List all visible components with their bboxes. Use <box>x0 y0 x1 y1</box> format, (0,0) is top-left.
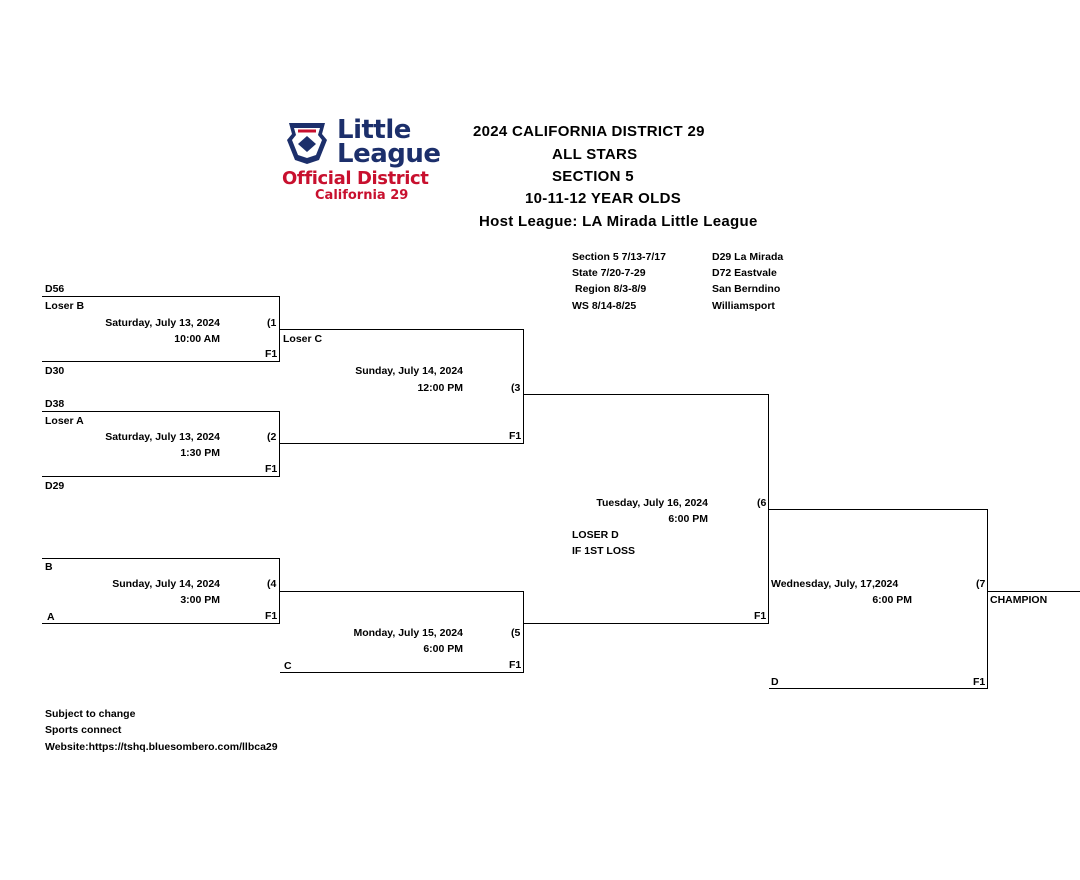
g3-top-team: Loser C <box>283 333 323 345</box>
schedule-right-2: D72 Eastvale <box>712 267 777 279</box>
g5-bottom-team: C <box>284 660 292 672</box>
g5-time: 6:00 PM <box>423 643 463 655</box>
g1-bottom-team: D30 <box>45 365 65 377</box>
logo-line-official-district: Official District <box>282 168 429 189</box>
schedule-right-1: D29 La Mirada <box>712 251 784 263</box>
header-line-4: 10-11-12 YEAR OLDS <box>525 190 682 207</box>
g6-num: (6 <box>757 497 767 509</box>
g6-time: 6:00 PM <box>668 513 708 525</box>
g3-time: 12:00 PM <box>417 382 463 394</box>
schedule-right-3: San Berndino <box>712 283 781 295</box>
g2-time: 1:30 PM <box>180 447 220 459</box>
g5-num: (5 <box>511 627 521 639</box>
g2-num: (2 <box>267 431 277 443</box>
footer-line-1: Subject to change <box>45 708 136 720</box>
g5-field: F1 <box>509 659 522 671</box>
g6-note-2: IF 1ST LOSS <box>572 545 636 557</box>
g1-top-team: D56 <box>45 283 65 295</box>
g2-top-team: D38 <box>45 398 65 410</box>
schedule-left-4: WS 8/14-8/25 <box>572 300 637 312</box>
g4-date: Sunday, July 14, 2024 <box>112 578 220 590</box>
g1-time: 10:00 AM <box>174 333 220 345</box>
header-line-1: 2024 CALIFORNIA DISTRICT 29 <box>473 123 705 140</box>
schedule-left-2: State 7/20-7-29 <box>572 267 646 279</box>
schedule-left-1: Section 5 7/13-7/17 <box>572 251 666 263</box>
header-line-5: Host League: LA Mirada Little League <box>479 213 758 230</box>
g2-date: Saturday, July 13, 2024 <box>105 431 220 443</box>
g6-note-1: LOSER D <box>572 529 619 541</box>
g3-field: F1 <box>509 430 522 442</box>
g5-date: Monday, July 15, 2024 <box>353 627 463 639</box>
g3-date: Sunday, July 14, 2024 <box>355 365 463 377</box>
header-line-2: ALL STARS <box>552 146 638 163</box>
g7-num: (7 <box>976 578 986 590</box>
g7-winner: CHAMPION <box>990 594 1048 606</box>
g1-num: (1 <box>267 317 277 329</box>
footer-line-2: Sports connect <box>45 724 122 736</box>
keystone-shield-icon <box>287 123 327 164</box>
footer-website: Website:https://tshq.bluesombero.com/llb… <box>45 741 278 753</box>
header-line-3: SECTION 5 <box>552 168 634 185</box>
g3-num: (3 <box>511 382 521 394</box>
g4-num: (4 <box>267 578 277 590</box>
schedule-left-3: Region 8/3-8/9 <box>575 283 647 295</box>
schedule-right-4: Williamsport <box>712 300 775 312</box>
logo-line-little: Little <box>337 115 411 145</box>
g7-date: Wednesday, July, 17,2024 <box>771 578 899 590</box>
g1-field: F1 <box>265 348 278 360</box>
g1-top-sub: Loser B <box>45 300 85 312</box>
g1-date: Saturday, July 13, 2024 <box>105 317 220 329</box>
league-logo: Little League Official District Californ… <box>282 115 454 204</box>
g4-field: F1 <box>265 610 278 622</box>
g7-time: 6:00 PM <box>872 594 912 606</box>
g4-top-team: B <box>45 561 53 573</box>
g4-bottom-team: A <box>47 611 55 623</box>
g4-time: 3:00 PM <box>180 594 220 606</box>
g2-bottom-team: D29 <box>45 480 65 492</box>
logo-line-league: League <box>337 139 441 169</box>
g6-date: Tuesday, July 16, 2024 <box>596 497 708 509</box>
g7-field: F1 <box>973 676 986 688</box>
logo-line-california-29: California 29 <box>315 188 409 203</box>
g6-field: F1 <box>754 610 767 622</box>
g2-field: F1 <box>265 463 278 475</box>
g7-bottom-team: D <box>771 676 779 688</box>
g2-top-sub: Loser A <box>45 415 84 427</box>
